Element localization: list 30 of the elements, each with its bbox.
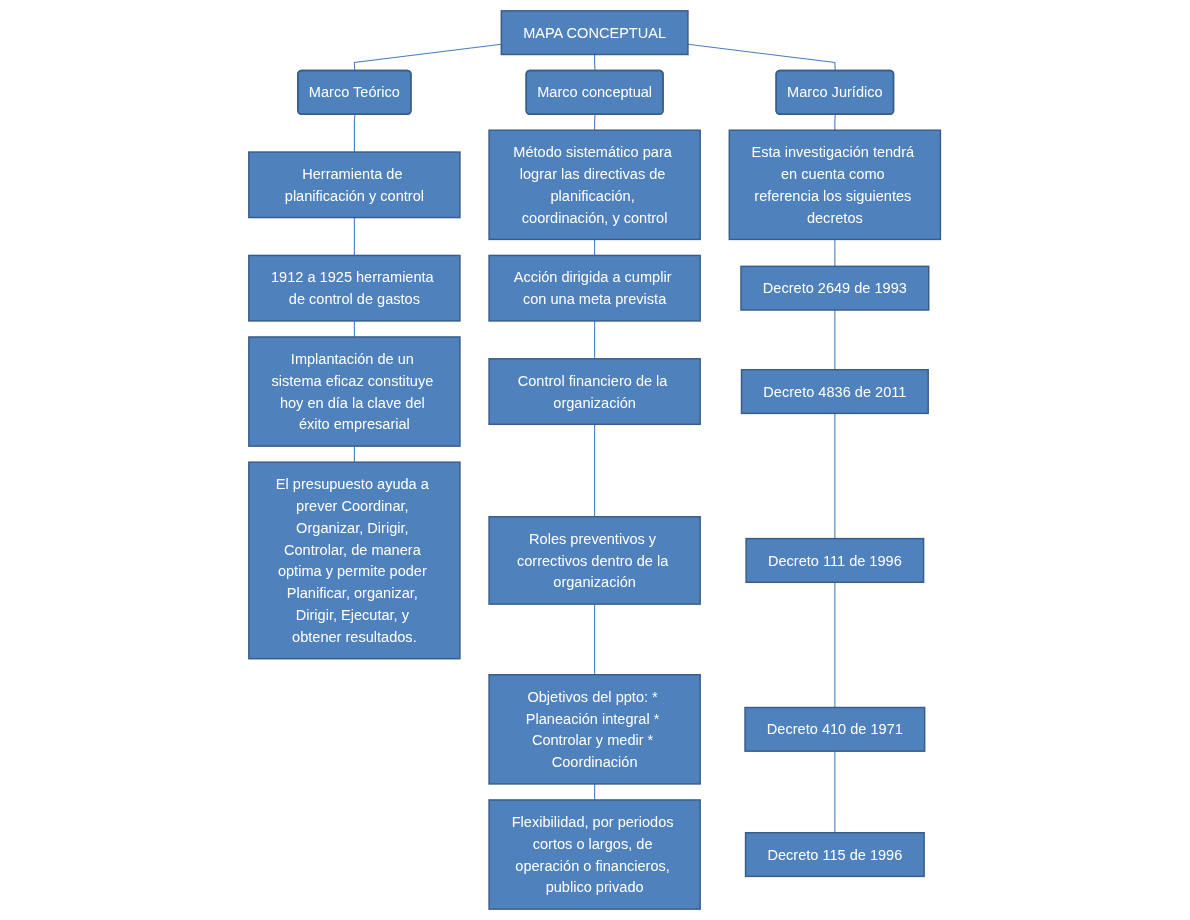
connector xyxy=(834,412,836,540)
node-box: 1912 a 1925 herramienta de control de gastos xyxy=(248,254,462,322)
node-box: El presupuesto ayuda a prever Coordinar, Organizar, Dirigir, Controlar, de manera optima y permite poder Planificar, organizar, Dirigir, Ejecutar, y obtener resultados. xyxy=(248,461,462,660)
connector xyxy=(594,603,596,676)
connector xyxy=(594,320,596,360)
node-box: Esta investigación tendrá en cuenta como referencia los siguientes decretos xyxy=(728,129,942,241)
node-box: Decreto 4836 de 2011 xyxy=(741,369,930,415)
connector xyxy=(354,114,356,153)
node-box: Implantación de un sistema eficaz constituye hoy en día la clave del éxito empresarial xyxy=(248,336,462,447)
node-box: Objetivos del ppto: * Planeación integral * Controlar y medir * Coordinación xyxy=(488,674,702,785)
node-box: Flexibilidad, por periodos cortos o largos, de operación o financieros, publico privado xyxy=(488,799,702,910)
node-box: Acción dirigida a cumplir con una meta prevista xyxy=(488,254,702,322)
node-box: Decreto 111 de 1996 xyxy=(745,537,925,584)
node-box: Roles preventivos y correctivos dentro de la organización xyxy=(488,516,702,605)
connector xyxy=(354,217,356,256)
connector xyxy=(594,53,596,72)
connector xyxy=(834,581,836,709)
connector xyxy=(834,114,837,131)
node-box: Decreto 115 de 1996 xyxy=(745,832,926,878)
node-box: Herramienta de planificación y control xyxy=(248,151,462,219)
node-box: MAPA CONCEPTUAL xyxy=(500,10,690,56)
connector xyxy=(834,750,836,834)
node-box: Método sistemático para lograr las directivas de planificación, coordinación, y control xyxy=(488,129,702,241)
connector xyxy=(834,238,836,267)
connector xyxy=(834,309,836,371)
node-box: Control financiero de la organización xyxy=(488,358,702,426)
node-box: Decreto 2649 de 1993 xyxy=(740,265,930,311)
connector xyxy=(594,423,596,518)
connector xyxy=(594,114,596,131)
node-box: Decreto 410 de 1971 xyxy=(744,706,926,752)
